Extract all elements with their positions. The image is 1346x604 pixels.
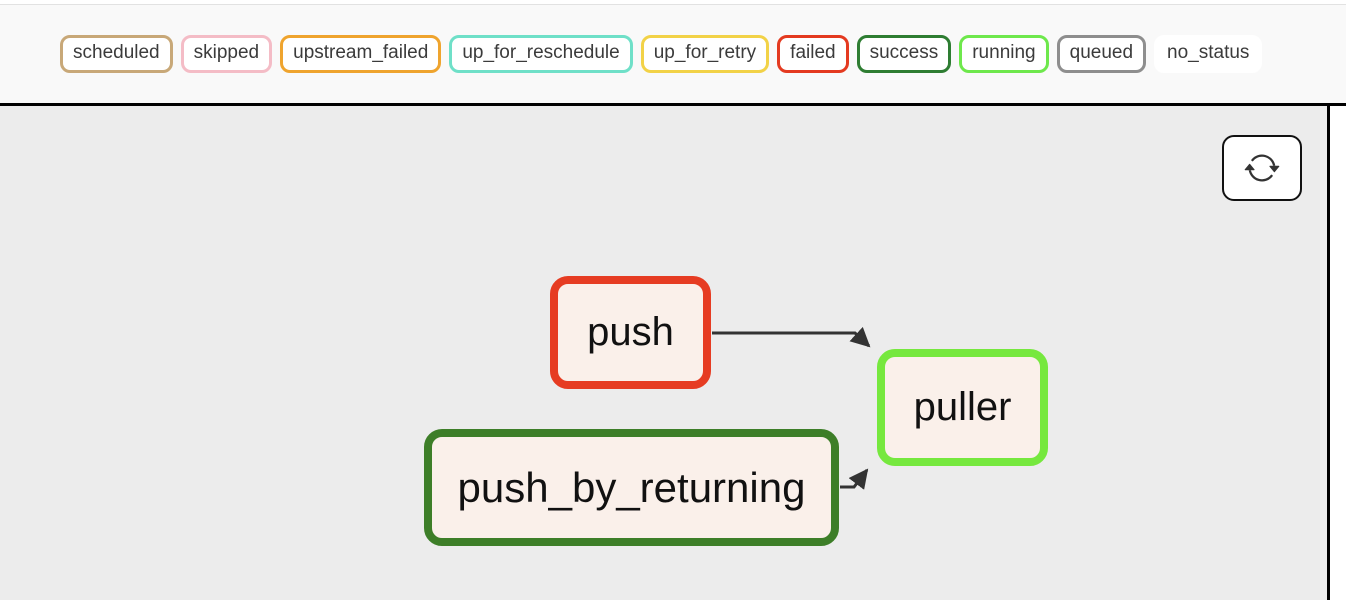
edge-push-by-returning-to-puller xyxy=(840,468,869,490)
legend-badge-success[interactable]: success xyxy=(856,35,952,73)
top-divider xyxy=(0,0,1346,5)
edge-push-to-puller xyxy=(712,326,871,348)
task-node-push-by-returning-label: push_by_returning xyxy=(457,463,806,511)
status-legend: scheduled skipped upstream_failed up_for… xyxy=(0,5,1346,106)
task-node-push-by-returning[interactable]: push_by_returning xyxy=(424,429,839,546)
legend-badge-up-for-retry[interactable]: up_for_retry xyxy=(640,35,770,73)
task-node-puller-label: puller xyxy=(913,385,1012,429)
legend-badge-running[interactable]: running xyxy=(959,35,1049,73)
task-node-puller[interactable]: puller xyxy=(877,349,1048,466)
legend-badge-upstream-failed[interactable]: upstream_failed xyxy=(280,35,442,73)
legend-badge-no-status[interactable]: no_status xyxy=(1154,35,1263,73)
legend-badge-up-for-reschedule[interactable]: up_for_reschedule xyxy=(449,35,633,73)
task-node-push[interactable]: push xyxy=(550,276,711,389)
dag-graph-canvas[interactable]: push push_by_returning puller xyxy=(0,106,1330,600)
legend-badge-scheduled[interactable]: scheduled xyxy=(60,35,173,73)
dag-edges xyxy=(712,326,871,490)
graph-view: push push_by_returning puller xyxy=(0,106,1346,600)
task-node-push-label: push xyxy=(587,310,674,354)
legend-badge-skipped[interactable]: skipped xyxy=(180,35,273,73)
refresh-button[interactable] xyxy=(1222,135,1302,201)
refresh-icon xyxy=(1244,154,1280,182)
legend-badge-failed[interactable]: failed xyxy=(777,35,849,73)
legend-badge-queued[interactable]: queued xyxy=(1056,35,1147,73)
